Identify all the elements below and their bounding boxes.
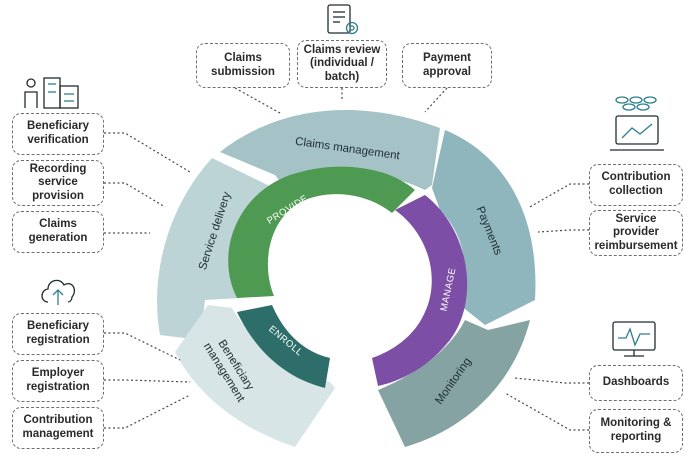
box-claims-submission: Claims submission (196, 43, 290, 88)
box-contribution-collection: Contribution collection (589, 164, 683, 206)
segment-claims-management (220, 109, 440, 190)
cloud-upload-icon (41, 279, 76, 305)
box-contribution-management: Contribution management (12, 407, 104, 449)
box-claims-review: Claims review (individual / batch) (297, 40, 387, 88)
document-gear-icon (327, 4, 359, 35)
box-service-provider-reimbursement: Service provider reimbursement (589, 210, 683, 256)
ring-manage (372, 195, 468, 386)
box-beneficiary-verification: Beneficiary verification (12, 113, 104, 155)
ring-provide (228, 166, 415, 298)
box-recording-service-provision: Recording service provision (12, 160, 104, 206)
segment-payments (432, 130, 536, 325)
box-employer-registration: Employer registration (12, 360, 104, 402)
segment-monitoring (378, 320, 530, 447)
box-dashboards: Dashboards (589, 365, 683, 401)
monitor-pulse-icon (612, 321, 656, 357)
box-beneficiary-registration: Beneficiary registration (12, 313, 104, 355)
person-building-icon (24, 77, 79, 109)
box-monitoring-reporting: Monitoring & reporting (589, 409, 683, 453)
leader-lines (104, 87, 589, 431)
coins-laptop-icon (610, 96, 664, 151)
ring-enroll (237, 305, 330, 388)
box-claims-generation: Claims generation (12, 211, 104, 253)
box-payment-approval: Payment approval (402, 43, 492, 88)
segment-beneficiary-management (175, 305, 335, 447)
